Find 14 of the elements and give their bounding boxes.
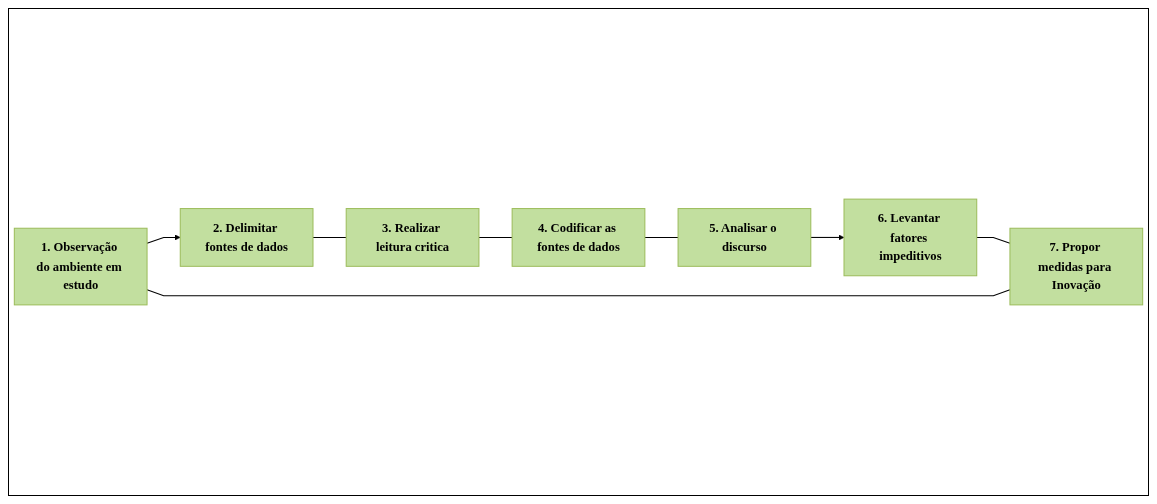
connector	[146, 289, 1011, 297]
node-box: 5. Analisar o discurso	[677, 208, 812, 267]
connector	[312, 236, 347, 238]
node-box: 4. Codificar as fontes de dados	[511, 208, 646, 267]
node-box: 3. Realizar leitura critica	[345, 208, 480, 267]
node-box: 2. Delimitar fontes de dados	[179, 208, 314, 267]
node-box: 6. Levantar fatores impeditivos	[843, 198, 978, 277]
node-box: 1. Observação do ambiente em estudo	[13, 227, 148, 306]
connector	[976, 236, 1011, 244]
connector	[478, 236, 513, 238]
arrow	[146, 234, 181, 244]
connector	[644, 236, 679, 238]
arrow	[810, 234, 845, 241]
node-box: 7. Propor medidas para Inovação	[1009, 227, 1144, 306]
